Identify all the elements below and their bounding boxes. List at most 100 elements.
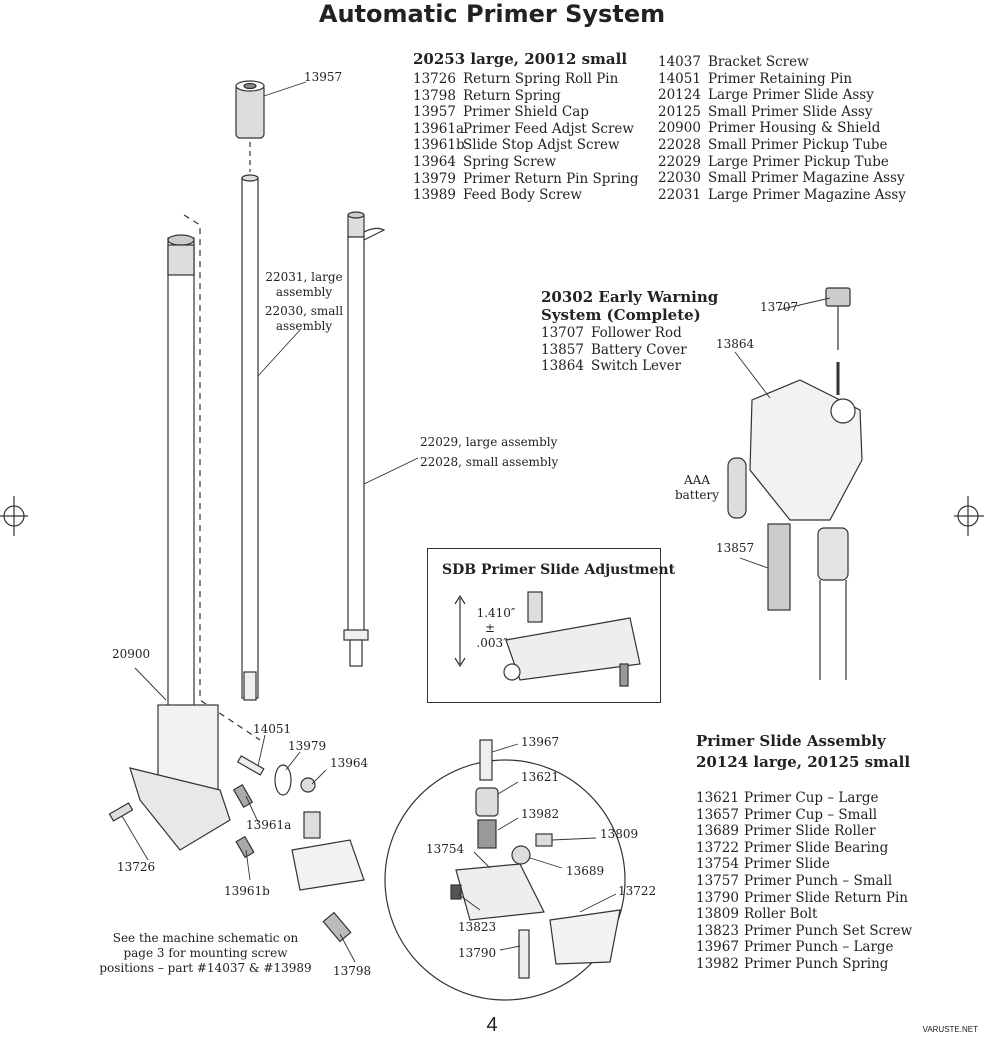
callout-13689: 13689 <box>566 864 605 878</box>
callout-13967: 13967 <box>521 735 560 749</box>
callout-13726: 13726 <box>117 860 156 874</box>
mounting-note-line2: page 3 for mounting screw <box>123 946 288 960</box>
callout-aaa: AAA <box>684 473 710 487</box>
mounting-note: See the machine schematic on page 3 for … <box>98 931 313 976</box>
sdb-adjustment-box <box>427 548 661 703</box>
slide-stop-screw <box>235 835 255 859</box>
early-warning-heading-line1: 20302 Early Warning <box>541 288 719 306</box>
part-name: Primer Feed Adjst Screw <box>463 120 634 137</box>
registration-mark-left <box>0 496 28 536</box>
part-number: 13823 <box>696 922 739 939</box>
part-number: 13757 <box>696 872 739 889</box>
slide-assembly-heading: Primer Slide Assembly 20124 large, 20125… <box>696 732 910 771</box>
part-number: 13982 <box>696 955 739 972</box>
retaining-pin <box>236 755 265 776</box>
part-number: 13957 <box>413 104 456 121</box>
callout-13961a: 13961a <box>246 818 292 832</box>
callout-13754: 13754 <box>426 842 465 856</box>
callout-22031: 22031, large <box>265 270 343 284</box>
registration-mark-right <box>954 496 984 536</box>
callout-22030-b: assembly <box>275 319 333 333</box>
part-row: 13957 Primer Shield Cap <box>413 104 639 121</box>
part-name: Large Primer Magazine Assy <box>708 186 906 203</box>
part-row: 13964 Spring Screw <box>413 154 639 171</box>
callout-22029: 22029, large assembly <box>420 435 558 449</box>
part-row: 14051 Primer Retaining Pin <box>658 71 906 88</box>
callout-13864: 13864 <box>716 337 755 351</box>
sdb-dim-tolerance: .003″ <box>476 636 508 650</box>
callout-13798: 13798 <box>333 964 372 978</box>
part-row: 13707 Follower Rod <box>541 325 687 342</box>
part-number: 14051 <box>658 70 701 87</box>
part-number: 22028 <box>658 136 701 153</box>
callout-13621: 13621 <box>521 770 560 784</box>
part-name: Large Primer Slide Assy <box>708 87 874 104</box>
part-name: Primer Slide Return Pin <box>744 889 909 906</box>
part-number: 13961b <box>413 137 465 154</box>
part-number: 13798 <box>413 87 456 104</box>
spring-screw <box>300 777 316 793</box>
part-number: 13707 <box>541 325 584 341</box>
part-name: Primer Retaining Pin <box>708 70 853 87</box>
callout-14051: 14051 <box>253 722 292 736</box>
roll-pin <box>108 802 134 822</box>
feed-adjust-screw <box>232 784 254 808</box>
part-name: Bracket Screw <box>708 54 809 70</box>
callout-battery: battery <box>674 488 720 502</box>
part-number: 13964 <box>413 153 456 170</box>
part-name: Spring Screw <box>463 153 557 170</box>
watermark: VARUSTE.NET <box>922 1025 978 1034</box>
callout-13961b: 13961b <box>224 884 270 898</box>
part-name: Primer Slide Bearing <box>744 839 889 856</box>
callout-13707: 13707 <box>760 300 799 314</box>
part-row: 13798 Return Spring <box>413 88 639 105</box>
primer-magazine-tube <box>241 174 259 701</box>
part-name: Switch Lever <box>591 358 682 375</box>
slide-assembly-heading-line2: 20124 large, 20125 small <box>696 753 911 771</box>
part-name: Feed Body Screw <box>463 187 582 204</box>
part-name: Return Spring <box>463 87 561 104</box>
part-number: 13979 <box>413 170 456 187</box>
primer-system-heading: 20253 large, 20012 small <box>413 50 628 68</box>
part-name: Slide Stop Adjst Screw <box>463 137 620 154</box>
sdb-heading: SDB Primer Slide Adjustment <box>442 562 676 578</box>
part-number: 20900 <box>658 120 701 137</box>
mounting-note-line3: positions – part #14037 & #13989 <box>99 961 312 975</box>
part-number: 22029 <box>658 153 701 170</box>
part-row: 22029 Large Primer Pickup Tube <box>658 154 906 171</box>
page-number: 4 <box>486 1014 498 1036</box>
part-name: Primer Punch Spring <box>744 955 889 972</box>
callout-13790: 13790 <box>458 946 497 960</box>
callout-13823: 13823 <box>458 920 497 934</box>
part-row: 13989 Feed Body Screw <box>413 187 639 204</box>
part-number: 13657 <box>696 806 739 823</box>
part-number: 22030 <box>658 170 701 187</box>
part-number: 13809 <box>696 906 739 923</box>
slide-detail-circle <box>384 759 626 1001</box>
part-number: 13989 <box>413 187 456 204</box>
primer-pickup-tube <box>343 211 386 667</box>
part-name: Large Primer Pickup Tube <box>708 153 889 170</box>
part-row: 13961aPrimer Feed Adjst Screw <box>413 121 639 138</box>
early-warning-heading: 20302 Early Warning System (Complete) <box>541 288 718 324</box>
callout-22031-b: assembly <box>275 285 333 299</box>
callout-13982: 13982 <box>521 807 560 821</box>
part-name: Primer Slide Roller <box>744 823 876 840</box>
part-name: Follower Rod <box>591 325 682 341</box>
part-number: 13621 <box>696 790 739 806</box>
part-name: Primer Shield Cap <box>463 104 589 121</box>
callout-13979: 13979 <box>288 739 327 753</box>
part-number: 13754 <box>696 856 739 873</box>
